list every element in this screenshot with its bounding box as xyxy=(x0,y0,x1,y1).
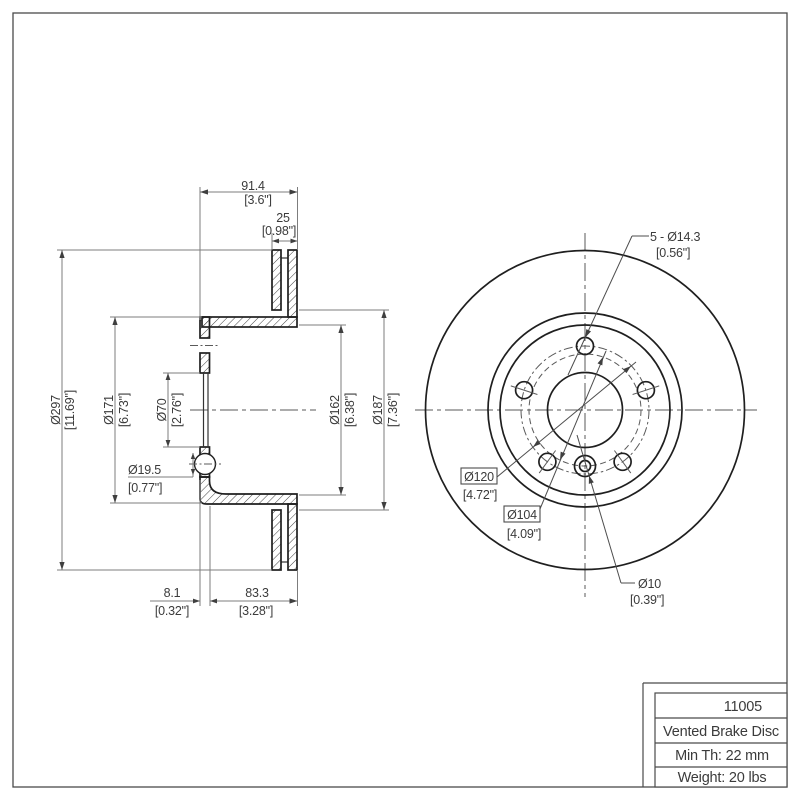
set-screw-counterbore xyxy=(573,454,597,478)
label-bolt-circle-in: [4.72"] xyxy=(463,488,497,502)
label-screw-hole-mm: Ø10 xyxy=(638,577,661,591)
dim-inner-dia-mm: Ø162 xyxy=(328,395,342,425)
label-screw-circle-mm: Ø104 xyxy=(507,508,537,522)
dim-step-dia-mm: Ø187 xyxy=(371,395,385,425)
title-block: 11005 Vented Brake Disc Min Th: 22 mm We… xyxy=(642,682,788,788)
dim-disc-thickness-mm: 25 xyxy=(276,211,290,225)
extension-lines xyxy=(57,187,389,606)
bolt-hole-bottom-right xyxy=(613,452,632,472)
part-number: 11005 xyxy=(724,699,762,715)
page-border xyxy=(12,12,788,788)
hat-wall-bottom xyxy=(199,476,298,505)
dim-hat-depth-mm: 83.3 xyxy=(245,586,269,600)
friction-plate-outer-top xyxy=(271,249,282,311)
dim-overall-width-mm: 91.4 xyxy=(241,179,265,193)
friction-plate-inner-top xyxy=(287,249,298,318)
hat-wall-top xyxy=(201,316,298,328)
label-bolt-holes-in: [0.56"] xyxy=(656,246,690,260)
bolt-hole-left xyxy=(514,380,534,400)
dim-flange-offset-in: [0.32"] xyxy=(155,604,189,618)
bolt-hole-ticks xyxy=(510,385,660,474)
flange-above-bore xyxy=(199,352,211,374)
title-block-frame xyxy=(654,692,788,788)
bolt-hole-bottom-left xyxy=(538,452,557,472)
friction-plate-inner-bottom xyxy=(287,503,298,571)
dim-outer-dia-in: [11.69"] xyxy=(63,390,77,430)
dim-outer-dia-mm: Ø297 xyxy=(49,395,63,425)
label-screw-hole-in: [0.39"] xyxy=(630,593,664,607)
min-thickness: Min Th: 22 mm xyxy=(675,748,769,764)
dim-step-dia-in: [7.36"] xyxy=(386,393,400,427)
bolt-hole-right xyxy=(636,380,656,400)
section-view: 91.4 [3.6"] 25 [0.98"] 8.1 [0.32"] 83.3 … xyxy=(49,179,400,618)
dim-overall-width-in: [3.6"] xyxy=(244,193,272,207)
center-bore-circle xyxy=(546,371,624,449)
screw-circle xyxy=(528,353,642,467)
step-diameter-circle xyxy=(487,312,683,508)
leader-lines xyxy=(496,235,649,584)
dim-hat-dia-mm: Ø171 xyxy=(102,395,116,425)
dimension-arrows xyxy=(59,189,387,604)
dim-hat-dia-in: [6.73"] xyxy=(117,393,131,427)
bolt-circle-label-box xyxy=(460,467,498,485)
dim-inner-dia-in: [6.38"] xyxy=(343,393,357,427)
dim-counterbore-mm: Ø19.5 xyxy=(128,463,161,477)
dim-flange-offset-mm: 8.1 xyxy=(164,586,181,600)
dim-bore-dia-mm: Ø70 xyxy=(155,398,169,421)
label-screw-circle-in: [4.09"] xyxy=(507,527,541,541)
label-bolt-circle-mm: Ø120 xyxy=(464,470,494,484)
dimension-lines xyxy=(61,191,385,602)
outer-diameter-circle xyxy=(424,249,746,571)
label-bolt-holes-mm: 5 - Ø14.3 xyxy=(650,230,701,244)
flange-upper xyxy=(199,316,211,339)
dim-hat-depth-in: [3.28"] xyxy=(239,604,273,618)
friction-plate-outer-bottom xyxy=(271,509,282,571)
leader-arrows xyxy=(533,329,631,484)
dim-counterbore-in: [0.77"] xyxy=(128,481,162,495)
inner-diameter-circle xyxy=(499,324,671,496)
dim-disc-thickness-in: [0.98"] xyxy=(262,224,296,238)
front-view: 5 - Ø14.3 [0.56"] Ø120 [4.72"] Ø104 [4.0… xyxy=(415,230,757,607)
weight: Weight: 20 lbs xyxy=(678,770,767,786)
bolt-circle xyxy=(520,345,650,475)
product-name: Vented Brake Disc xyxy=(663,724,779,740)
dim-bore-dia-in: [2.76"] xyxy=(170,393,184,427)
screw-circle-label-box xyxy=(503,505,541,523)
